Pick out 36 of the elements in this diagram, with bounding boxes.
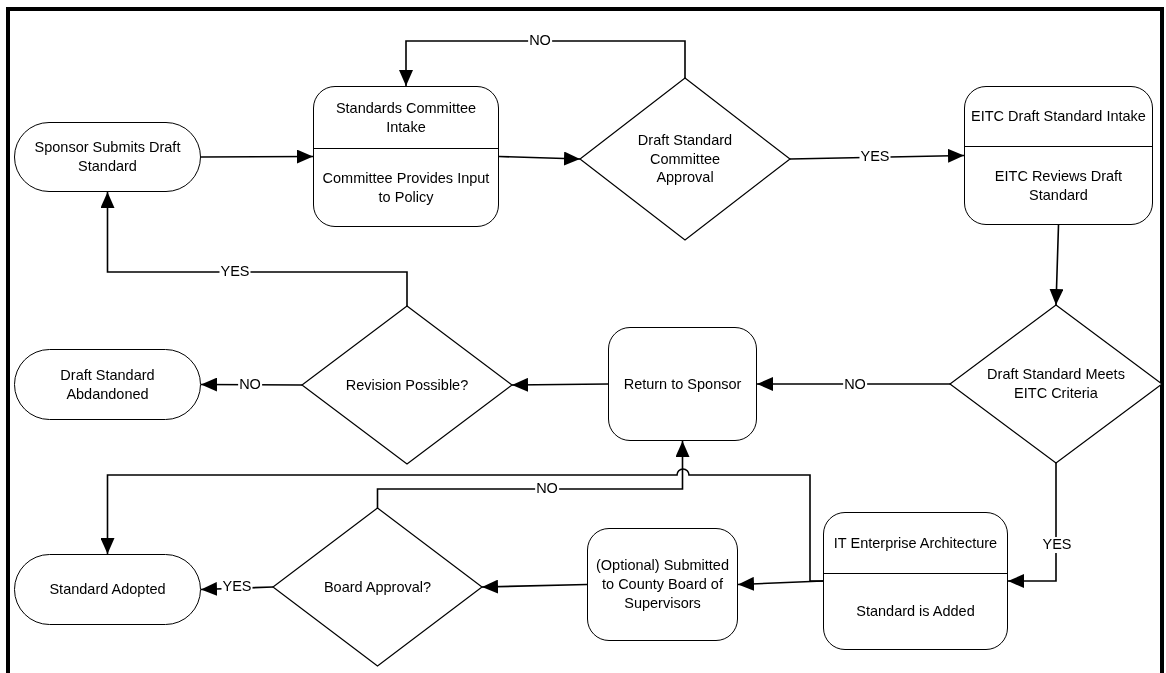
box-text: Sponsor Submits Draft Standard <box>33 138 182 176</box>
box-text: Standard is Added <box>856 602 975 621</box>
arrow <box>481 579 588 594</box>
arrow <box>399 40 686 87</box>
box-heading: EITC Draft Standard Intake <box>971 107 1146 126</box>
arrow <box>511 377 609 392</box>
box-text: Return to Sponsor <box>623 374 742 394</box>
box-text: Draft Standard Meets EITC Criteria <box>986 365 1126 403</box>
box-text: EITC Reviews Draft Standard <box>993 166 1124 205</box>
arrow <box>200 149 314 164</box>
arrow <box>100 468 824 582</box>
process-box <box>313 86 499 227</box>
edge-label: YES <box>1041 537 1073 553</box>
decision-diamond <box>950 305 1162 463</box>
box-heading: Standards Committee Intake <box>334 98 478 137</box>
decision-diamond <box>273 508 482 666</box>
decision-diamond <box>302 306 512 464</box>
arrow <box>376 440 690 509</box>
arrow <box>1049 224 1064 306</box>
arrow <box>498 151 581 166</box>
arrow <box>756 377 951 391</box>
arrow <box>100 191 408 307</box>
box-heading: IT Enterprise Architecture <box>833 533 998 553</box>
decision-diamond <box>580 78 790 240</box>
process-box <box>823 512 1008 650</box>
box-text: Draft Standard Committee Approval <box>636 130 734 188</box>
box-text: (Optional) Submitted to County Board of Supervisors <box>595 556 730 613</box>
process-box <box>608 327 757 441</box>
box-text: Board Approval? <box>323 577 432 597</box>
process-box <box>964 86 1153 225</box>
arrow <box>1007 462 1057 588</box>
box-text: Committee Provides Input to Policy <box>321 168 491 207</box>
box-text: Standard Adopted <box>49 580 166 599</box>
box-text: Revision Possible? <box>345 375 469 395</box>
process-box <box>587 528 738 641</box>
box-text: Draft Standard Abdandoned <box>59 365 156 404</box>
